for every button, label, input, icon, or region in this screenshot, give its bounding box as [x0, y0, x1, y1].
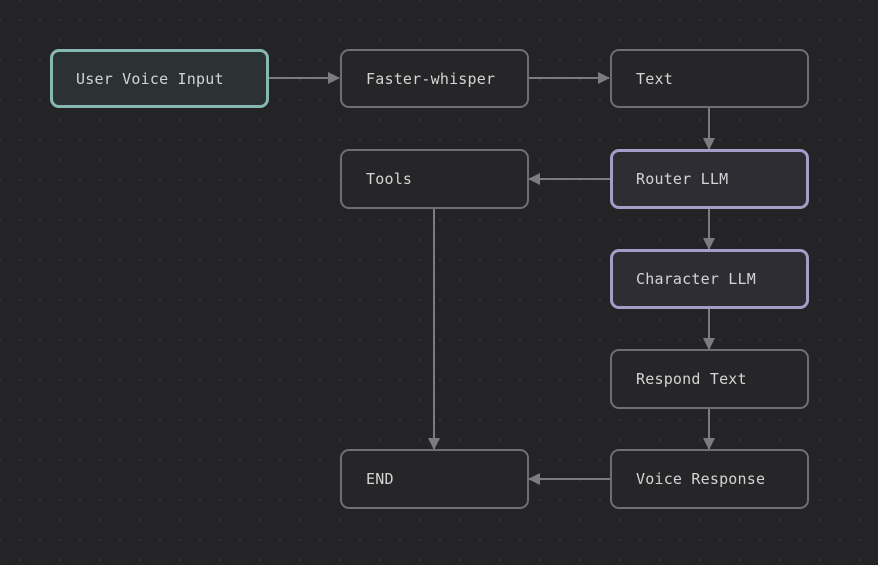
node-tools[interactable]: Tools [340, 149, 529, 209]
node-user-voice-input[interactable]: User Voice Input [50, 49, 269, 108]
node-label: Router LLM [636, 170, 729, 188]
node-text[interactable]: Text [610, 49, 809, 108]
node-label: END [366, 470, 394, 488]
node-character-llm[interactable]: Character LLM [610, 249, 809, 309]
node-end[interactable]: END [340, 449, 529, 509]
node-label: Character LLM [636, 270, 756, 288]
node-router-llm[interactable]: Router LLM [610, 149, 809, 209]
node-label: Respond Text [636, 370, 747, 388]
node-faster-whisper[interactable]: Faster-whisper [340, 49, 529, 108]
node-label: Faster-whisper [366, 69, 496, 88]
node-voice-response[interactable]: Voice Response [610, 449, 809, 509]
node-respond-text[interactable]: Respond Text [610, 349, 809, 409]
node-label: Voice Response [636, 470, 766, 488]
node-label: Text [636, 69, 673, 88]
node-label: Tools [366, 170, 413, 188]
node-label: User Voice Input [76, 69, 224, 88]
